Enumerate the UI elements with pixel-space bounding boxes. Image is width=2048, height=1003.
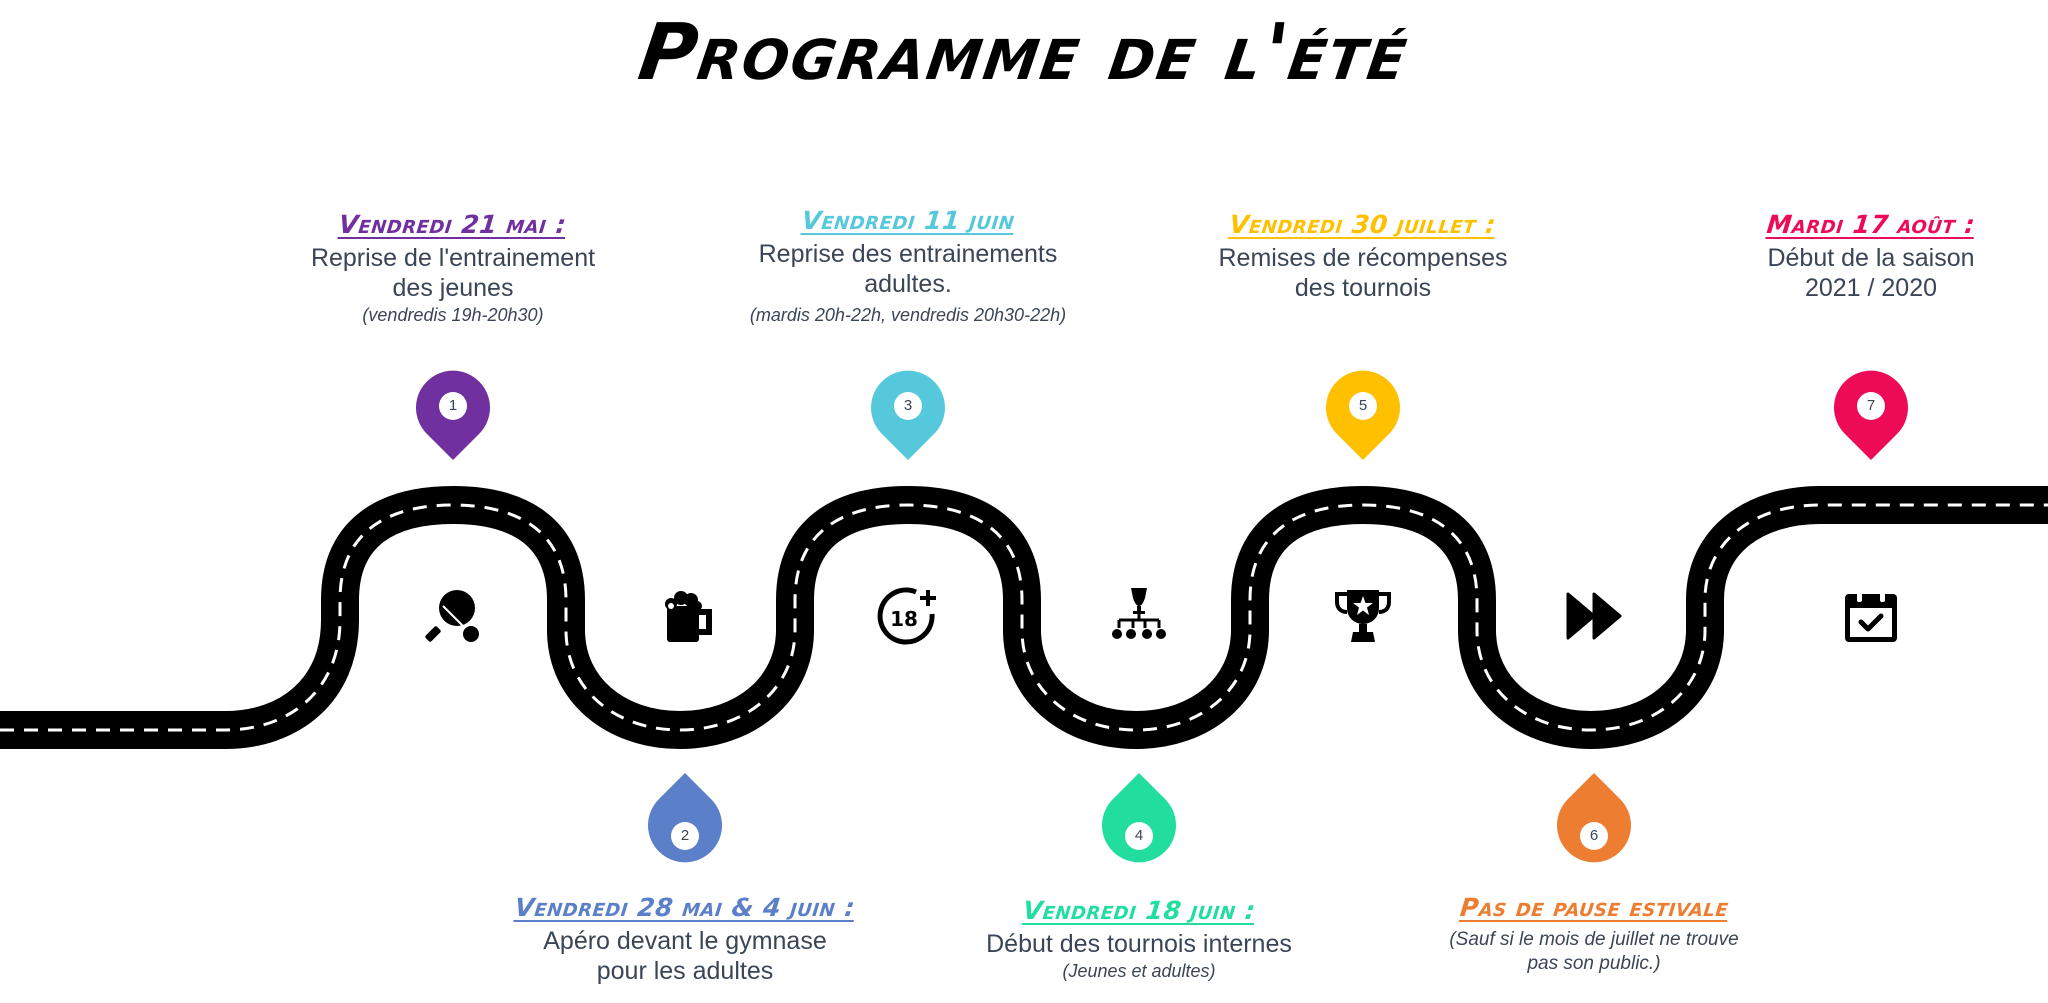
pin-number: 6 [1580,822,1608,850]
event-description: Début des tournois internes [986,930,1292,958]
pin-number: 3 [894,392,922,420]
event-description: des tournois [1294,274,1432,302]
trophy-icon [1331,584,1395,648]
event-date: Vendredi 18 juin : [1021,896,1257,925]
event-note: pas son public.) [1527,953,1661,974]
pin-marker-2: 2 [647,773,723,865]
event-4: Vendredi 18 juin : Début des tournois in… [986,896,1292,983]
event-7: Mardi 17 août : Début de la saison 2021 … [1765,210,1977,303]
ping-pong-icon [421,584,485,648]
event-description: Début de la saison [1767,244,1975,272]
event-note: (Sauf si le mois de juillet ne trouve [1449,929,1739,950]
eighteen-plus-icon: 18 [876,584,940,648]
pin-marker-3: 3 [870,368,946,460]
event-description: Reprise de l'entrainement [310,244,596,272]
event-date: Vendredi 30 juillet : [1228,210,1498,239]
svg-text:18: 18 [890,607,918,631]
event-description: Remises de récompenses [1218,244,1508,272]
pin-number: 4 [1125,822,1153,850]
event-6: Pas de pause estivale (Sauf si le mois d… [1449,893,1738,976]
event-description: 2021 / 2020 [1804,274,1938,302]
beer-mug-icon [653,584,717,648]
fast-forward-icon [1562,584,1626,648]
pin-marker-4: 4 [1101,773,1177,865]
event-date: Vendredi 28 mai & 4 juin : [513,893,857,922]
event-description: Reprise des entrainements [758,240,1058,268]
tournament-bracket-icon [1107,584,1171,648]
pin-marker-1: 1 [415,368,491,460]
pin-number: 1 [439,392,467,420]
pin-number: 7 [1857,392,1885,420]
event-note: (vendredis 19h-20h30) [362,305,544,325]
pin-number: 2 [671,822,699,850]
event-note: (mardis 20h-22h, vendredis 20h30-22h) [749,305,1067,325]
event-note: (Jeunes et adultes) [1062,961,1216,981]
event-5: Vendredi 30 juillet : Remises de récompe… [1218,210,1507,303]
event-date: Vendredi 11 juin [800,206,1016,235]
event-2: Vendredi 28 mai & 4 juin : Apéro devant … [513,893,857,986]
event-1: Vendredi 21 mai : Reprise de l'entrainem… [311,210,595,327]
pin-marker-5: 5 [1325,368,1401,460]
event-description: des jeunes [392,274,514,302]
pin-number: 5 [1349,392,1377,420]
event-description: Apéro devant le gymnase [543,927,827,955]
event-3: Vendredi 11 juin Reprise des entrainemen… [750,206,1066,327]
event-date: Pas de pause estivale [1458,893,1730,922]
pin-marker-7: 7 [1833,368,1909,460]
event-description: pour les adultes [596,957,774,985]
event-date: Vendredi 21 mai : [337,210,569,239]
pin-marker-6: 6 [1556,773,1632,865]
calendar-check-icon [1839,584,1903,648]
event-date: Mardi 17 août : [1765,210,1977,239]
event-description: adultes. [864,270,952,298]
